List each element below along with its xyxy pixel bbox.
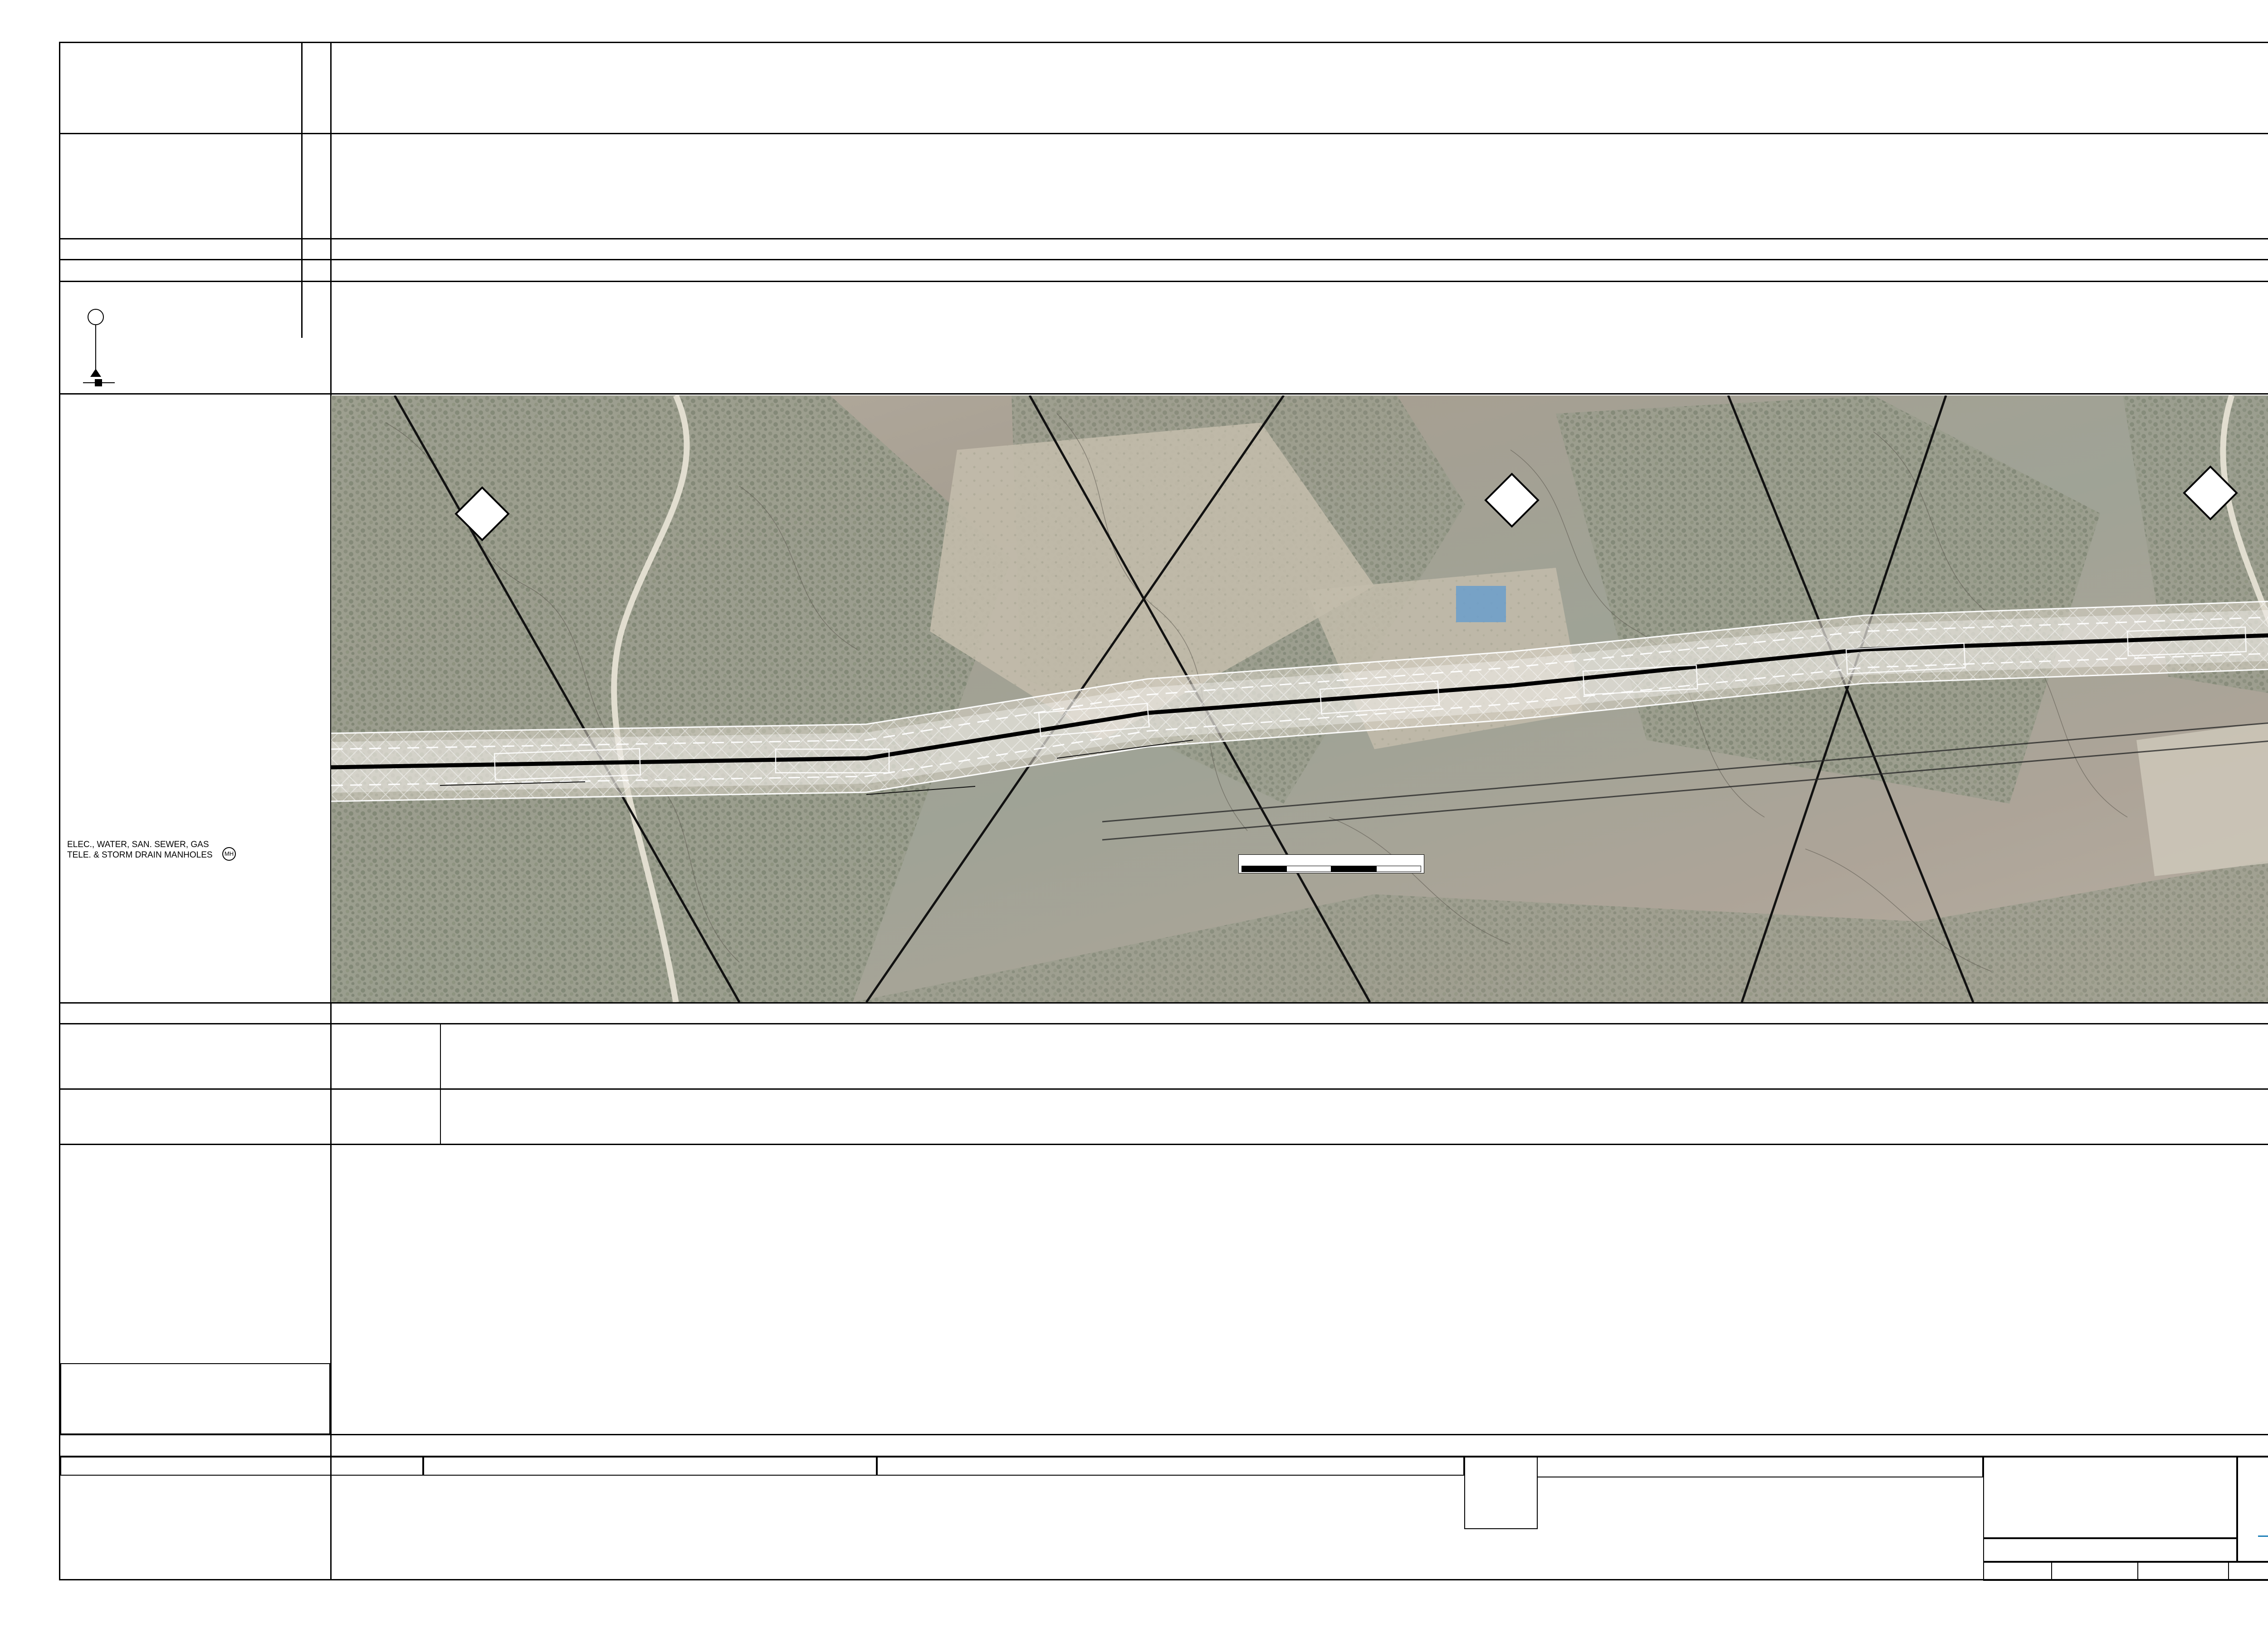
class-location-row <box>60 239 2268 259</box>
sensitive-areas-row <box>60 1089 2268 1144</box>
hl-row5 <box>60 393 2268 395</box>
revisions-table <box>423 1457 877 1580</box>
manhole-icon: MH <box>222 847 236 861</box>
slope-breaker-table <box>60 1363 330 1434</box>
profile-symbol-list <box>68 1243 322 1356</box>
depth-cover-cells <box>440 260 2268 281</box>
materials-table <box>877 1457 1464 1580</box>
alignment-legend-list <box>66 418 329 708</box>
pipe-triangle-icon <box>90 369 101 377</box>
pipe-material-items <box>440 282 2268 393</box>
profile-chart <box>426 1147 2268 1433</box>
hl-row4 <box>60 281 2268 282</box>
hl-row6 <box>60 1023 2268 1024</box>
reference-drawings-title <box>60 1457 423 1476</box>
symbol-legend-right <box>191 732 327 823</box>
col-div-1 <box>301 43 303 338</box>
logo-block <box>2237 1457 2268 1562</box>
slope-table-title <box>60 1363 330 1434</box>
hl-row7 <box>60 1088 2268 1090</box>
symbol-legend-left <box>66 732 197 841</box>
col-div-2 <box>330 43 332 1580</box>
hl-row3 <box>60 259 2268 260</box>
title-block-text <box>1983 1457 2237 1538</box>
engineering-approvals-wrap <box>1464 1457 1983 1580</box>
tract-cells <box>440 44 2268 132</box>
manhole-legend-label: ELEC., WATER, SAN. SEWER, GAS TELE. & ST… <box>67 840 213 860</box>
pipeline-centerline <box>331 633 2268 770</box>
engineering-approvals-table <box>1464 1457 1983 1580</box>
pipe-symbol-stem <box>95 325 96 370</box>
pipe-material-row <box>60 282 2268 393</box>
map-imagery <box>331 395 2268 1002</box>
reference-drawing-row <box>60 1003 2268 1023</box>
loc-block <box>1983 1538 2237 1562</box>
sheet-info-strip <box>1983 1562 2268 1581</box>
reference-drawings-table-wrap <box>60 1457 423 1580</box>
reference-drawings-table <box>60 1457 423 1580</box>
approvals-title <box>1537 1457 1983 1477</box>
hl-map-bottom <box>60 1002 2268 1004</box>
drawing-frame <box>59 42 2268 1580</box>
materials-table-wrap <box>877 1457 1464 1580</box>
aerial-map[interactable] <box>331 395 2268 1002</box>
logo-rule <box>2258 1536 2268 1537</box>
slope-table-wrap <box>60 1363 330 1434</box>
map-scale-bar <box>1238 854 1424 873</box>
environmental-items <box>440 1024 2268 1088</box>
pipe-3r-symbol <box>88 309 104 325</box>
hl-row2 <box>60 238 2268 239</box>
revisions-title <box>423 1457 877 1476</box>
gpw-symbol-box <box>95 379 102 386</box>
revisions-table-wrap <box>423 1457 877 1580</box>
survey-crossings <box>435 136 2268 237</box>
hl-row10 <box>60 1456 2268 1457</box>
hl-row8 <box>60 1144 2268 1145</box>
hl-row9 <box>60 1434 2268 1435</box>
env-left-rule <box>440 1024 441 1144</box>
hydrostatic-row <box>60 1435 2268 1456</box>
hl-row1 <box>60 133 2268 134</box>
materials-title <box>877 1457 1464 1476</box>
